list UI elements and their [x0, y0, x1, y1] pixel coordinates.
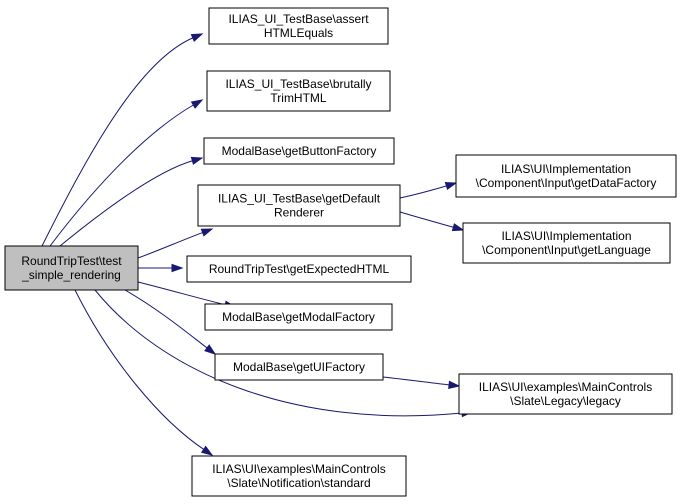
edge-line [399, 211, 455, 229]
node-box[interactable] [455, 154, 677, 198]
edge-line [399, 185, 448, 199]
node-box[interactable] [206, 70, 391, 112]
node-box[interactable] [203, 137, 395, 165]
edge-line [137, 281, 227, 306]
node-label-line: \Slate\Legacy\legacy [510, 394, 621, 408]
node-language[interactable]: ILIAS\UI\Implementation\Component\Input\… [462, 222, 671, 264]
node-box[interactable] [462, 222, 671, 264]
edge-arrowhead [204, 344, 217, 355]
edge-line [59, 159, 194, 247]
node-root[interactable]: RoundTripTest\test_simple_rendering [4, 245, 139, 291]
edge-arrowhead [190, 99, 204, 109]
edge-root-to-defaultrenderer [137, 228, 214, 259]
edge-defaultrenderer-to-language [399, 211, 465, 232]
node-datafactory[interactable]: ILIAS\UI\Implementation\Component\Input\… [455, 154, 677, 198]
node-box[interactable] [458, 373, 673, 415]
node-label-line: \Component\Input\getDataFactory [476, 176, 657, 190]
node-label-line: RoundTripTest\getExpectedHTML [209, 262, 390, 276]
node-label-line: ModalBase\getButtonFactory [222, 144, 377, 158]
edges-layer [41, 33, 474, 456]
edge-line [74, 289, 205, 451]
node-label-line: Renderer [274, 206, 324, 220]
edge-line [49, 104, 195, 247]
node-box[interactable] [214, 353, 384, 381]
node-uifactory[interactable]: ModalBase\getUIFactory [214, 353, 384, 381]
edge-line [124, 289, 209, 349]
edge-root-to-expectedhtml [138, 263, 184, 273]
node-box[interactable] [191, 455, 407, 497]
node-label-line: ILIAS_UI_TestBase\brutally [225, 77, 371, 91]
edge-root-to-buttonfactory [59, 156, 204, 247]
node-label-line: RoundTripTest\test [21, 254, 122, 268]
node-label-line: HTMLEquals [264, 26, 333, 40]
edge-line [382, 376, 451, 386]
edge-arrowhead [451, 223, 465, 232]
edge-arrowhead [190, 156, 204, 165]
node-notification[interactable]: ILIAS\UI\examples\MainControls\Slate\Not… [191, 455, 407, 497]
edge-arrowhead [444, 181, 458, 191]
edge-uifactory-to-legacy [382, 376, 461, 390]
node-label-line: ILIAS\UI\Implementation [501, 162, 631, 176]
node-label-line: ModalBase\getModalFactory [222, 310, 375, 324]
node-label-line: ModalBase\getUIFactory [233, 360, 365, 374]
node-box[interactable] [4, 245, 139, 291]
edge-root-to-uifactory [124, 289, 217, 355]
node-label-line: ILIAS\UI\examples\MainControls [212, 462, 385, 476]
edge-arrowhead [171, 263, 184, 273]
edge-arrowhead [200, 445, 214, 456]
node-box[interactable] [186, 255, 412, 283]
node-box[interactable] [197, 184, 401, 227]
edge-root-to-notification [74, 289, 214, 456]
edge-arrowhead [190, 33, 204, 42]
edge-line [41, 37, 194, 247]
node-label-line: \Slate\Notification\standard [227, 476, 370, 490]
node-box[interactable] [204, 303, 393, 331]
node-label-line: ILIAS\UI\examples\MainControls [479, 380, 652, 394]
edge-arrowhead [448, 380, 461, 390]
node-label-line: \Component\Input\getLanguage [482, 243, 651, 257]
edge-root-to-brutally [49, 99, 204, 247]
node-label-line: TrimHTML [270, 91, 327, 105]
nodes-layer: RoundTripTest\test_simple_renderingILIAS… [4, 7, 677, 497]
edge-defaultrenderer-to-datafactory [399, 181, 458, 199]
node-label-line: ILIAS_UI_TestBase\getDefault [218, 192, 381, 206]
node-box[interactable] [208, 7, 389, 45]
edge-root-to-assert [41, 33, 204, 247]
node-label-line: ILIAS_UI_TestBase\assert [228, 12, 369, 26]
edge-arrowhead [200, 228, 214, 237]
node-buttonfactory[interactable]: ModalBase\getButtonFactory [203, 137, 395, 165]
edge-line [94, 289, 464, 417]
node-label-line: ILIAS\UI\Implementation [501, 229, 631, 243]
node-legacy[interactable]: ILIAS\UI\examples\MainControls\Slate\Leg… [458, 373, 673, 415]
edge-line [137, 231, 204, 259]
node-label-line: _simple_rendering [21, 268, 121, 282]
node-modalfactory[interactable]: ModalBase\getModalFactory [204, 303, 393, 331]
node-expectedhtml[interactable]: RoundTripTest\getExpectedHTML [186, 255, 412, 283]
